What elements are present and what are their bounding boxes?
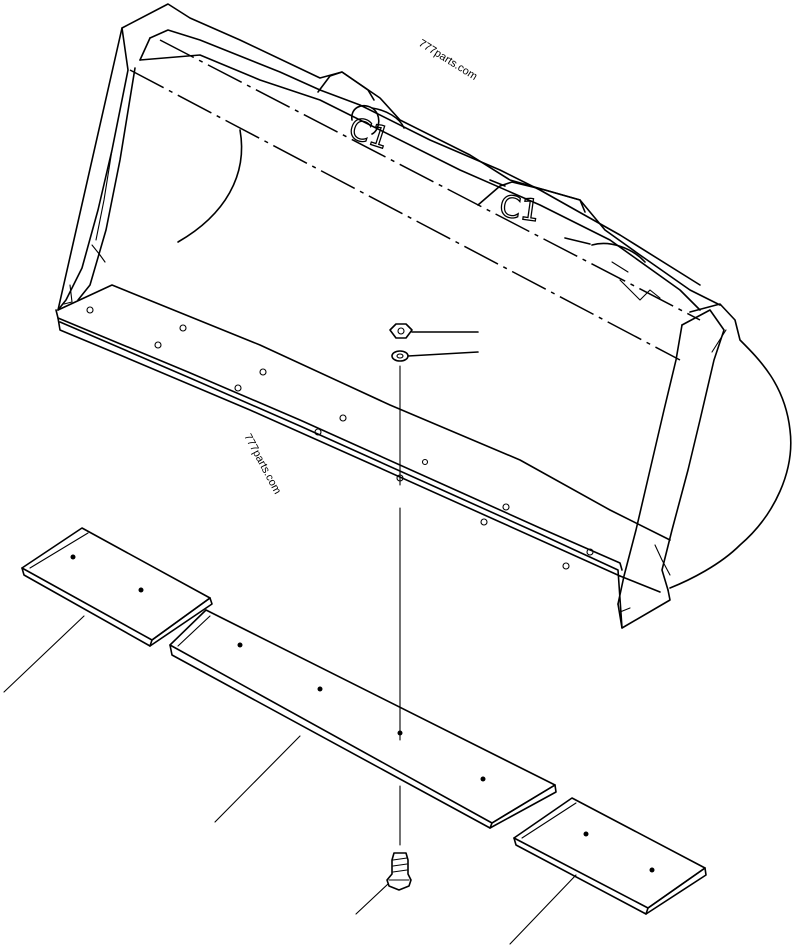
hex-nut-icon: [389, 323, 479, 339]
center-lines: [129, 39, 701, 361]
cutting-edge-left: [3, 527, 213, 693]
watermark-middle: 777parts.com: [241, 432, 283, 496]
watermark-top: 777parts.com: [416, 37, 479, 82]
washer-icon: [391, 350, 479, 362]
cutting-edge-center: [169, 609, 557, 829]
cutting-edge-right: [509, 797, 707, 945]
callout-c1-lower: C1: [497, 189, 542, 229]
loader-bucket-icon: [55, 3, 792, 629]
plow-bolt-icon: [355, 852, 412, 915]
